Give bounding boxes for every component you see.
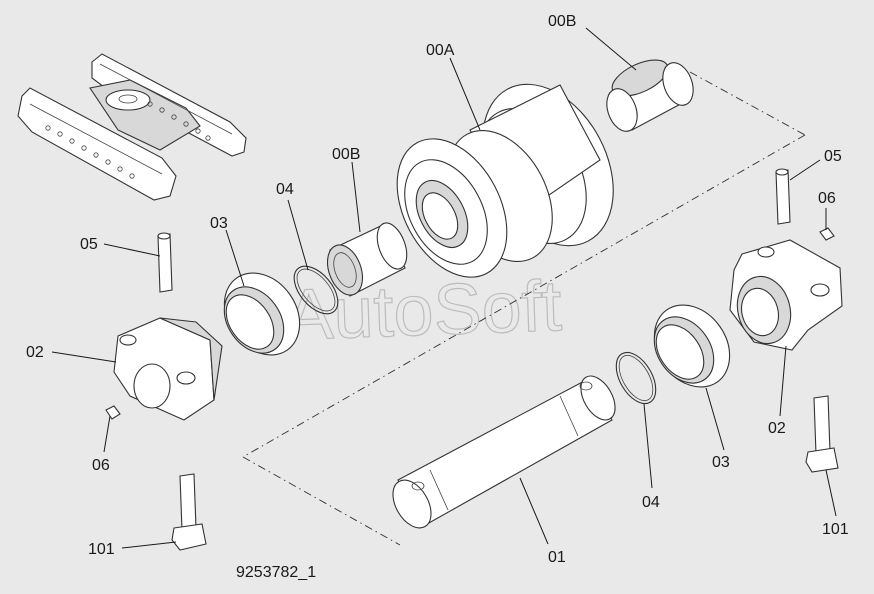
bushing-00B-left [321,219,412,300]
drawing-number: 9253782_1 [236,564,316,581]
bolt-101-left [172,474,206,550]
assembly-envelope [242,71,806,546]
callout-04-left: 04 [276,181,294,198]
callout-06-right: 06 [818,190,836,207]
shaft-01 [385,370,622,534]
callout-05-left: 05 [80,236,98,253]
leader-lines [51,27,837,549]
track-frame-thumbnail [18,54,246,200]
bracket-02-left [114,318,222,420]
callout-05-right: 05 [824,148,842,165]
plug-06-left [106,406,120,419]
callout-101-left: 101 [88,541,115,558]
callout-02-right: 02 [768,420,786,437]
seal-03-right [639,290,745,401]
callout-01: 01 [548,549,566,566]
callout-06-left: 06 [92,457,110,474]
bolt-101-right [806,396,838,472]
bushing-00B-right [601,53,698,136]
callout-04-right: 04 [642,494,660,511]
callout-00A: 00A [426,42,455,59]
callout-03-left: 03 [210,215,228,232]
callout-00B-mid: 00B [332,146,360,163]
bracket-02-right [730,240,842,350]
callout-labels: 00B 00A 00B 05 06 04 03 05 02 06 101 02 … [26,13,849,566]
callout-02-left: 02 [26,344,44,361]
callout-03-right: 03 [712,454,730,471]
oring-04-right [608,346,664,410]
watermark-text: AutoSoft [284,266,563,356]
oring-04-left [286,258,347,321]
pin-05-right [776,169,790,224]
callout-00B-top: 00B [548,13,576,30]
callout-101-right: 101 [822,521,849,538]
pin-05-left [158,233,172,292]
track-roller-00A [375,62,640,296]
seal-03-left [209,258,315,369]
plug-06-right [820,228,834,240]
